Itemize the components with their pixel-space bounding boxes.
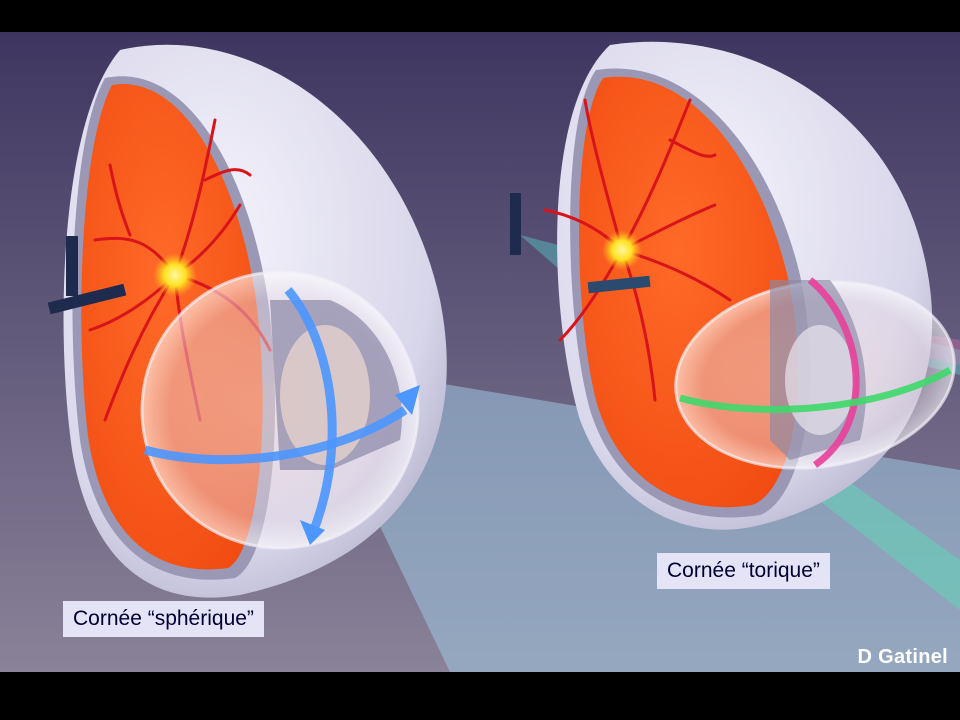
toric-eye [510,41,960,610]
horizontal-meridian-arrow [395,385,420,415]
horizontal-meridian [143,406,408,465]
optic-disc [153,253,197,297]
author-credit: D Gatinel [857,646,948,668]
crystalline-lens [280,325,370,465]
focal-line-vertical [66,236,78,296]
optic-disc-toric [602,230,642,270]
focal-line-horizontal-toric [587,275,651,294]
vertical-meridian-arrow [300,520,325,545]
crystalline-lens-toric [785,325,855,435]
flat-meridian [679,366,952,413]
toric-cornea-label: Cornée “torique” [657,553,830,590]
spherical-eye [47,44,960,672]
steep-meridian [807,277,860,468]
vertical-meridian [284,287,337,537]
light-beam-spherical [300,360,960,672]
spherical-cornea-label: Cornée “sphérique” [63,601,264,638]
focal-line-horizontal [47,283,127,315]
focal-line-vertical-toric [510,193,521,255]
